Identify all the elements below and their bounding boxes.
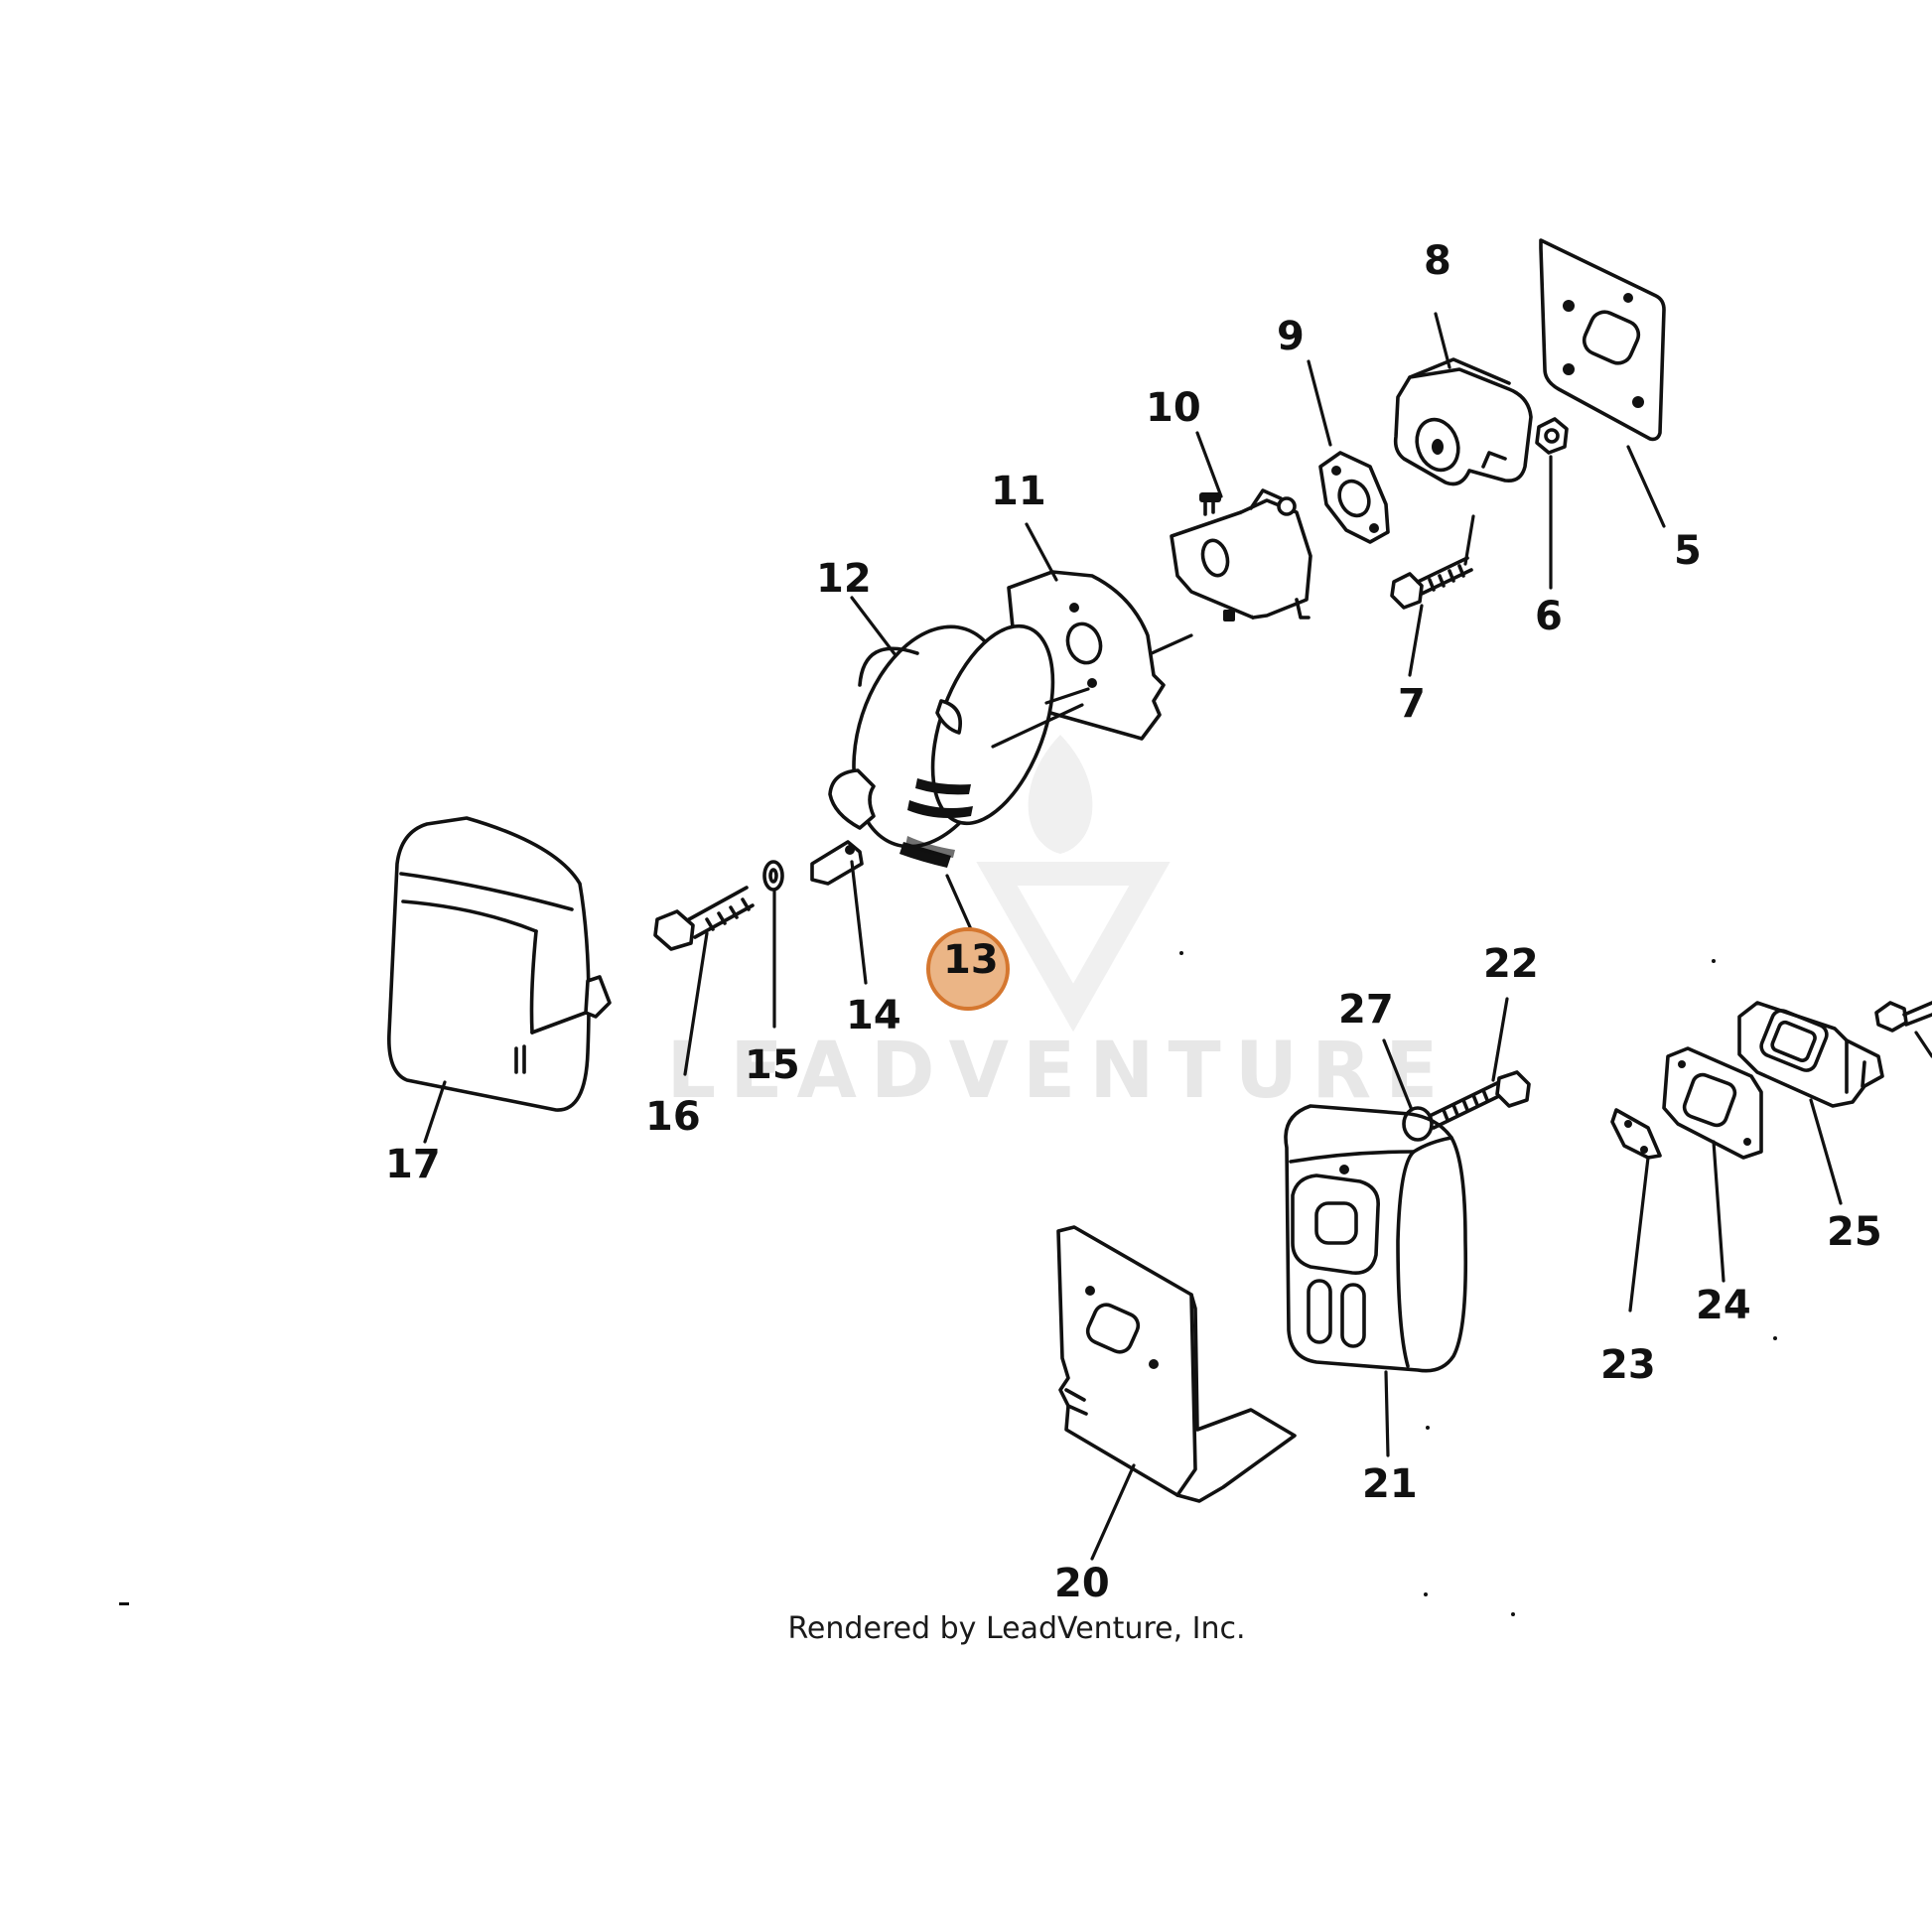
label-10[interactable]: 10 (1146, 385, 1201, 431)
scan-specks (119, 951, 1777, 1616)
watermark-text: LEADVENTURE (667, 1027, 1452, 1116)
part-17-cover[interactable] (387, 816, 612, 1112)
label-8[interactable]: 8 (1424, 238, 1451, 284)
label-21[interactable]: 21 (1362, 1461, 1418, 1507)
label-9[interactable]: 9 (1277, 314, 1305, 359)
label-5[interactable]: 5 (1674, 528, 1702, 574)
label-11[interactable]: 11 (991, 469, 1046, 514)
label-25[interactable]: 25 (1827, 1209, 1882, 1255)
part-7-bolt[interactable] (1390, 556, 1473, 610)
credit-text: Rendered by LeadVenture, Inc. (787, 1611, 1245, 1646)
part-13-spring[interactable] (899, 836, 955, 868)
part-16-bolt[interactable] (653, 886, 755, 951)
label-15[interactable]: 15 (745, 1042, 800, 1088)
part-6-nut[interactable] (1535, 417, 1569, 455)
part-15-washer[interactable] (762, 860, 784, 892)
part-12-drum[interactable] (827, 607, 1076, 866)
label-27[interactable]: 27 (1338, 987, 1394, 1033)
part-labels: 5 6 7 8 9 10 11 12 13 14 15 16 17 20 21 … (385, 238, 1882, 1606)
part-8-insulator[interactable] (1393, 357, 1533, 486)
label-17[interactable]: 17 (385, 1142, 441, 1187)
part-25-flange[interactable] (1737, 1001, 1884, 1108)
label-24[interactable]: 24 (1696, 1283, 1751, 1328)
label-13[interactable]: 13 (943, 937, 999, 983)
part-9-gasket[interactable] (1318, 451, 1390, 544)
label-16[interactable]: 16 (645, 1094, 701, 1140)
highlight-marker (926, 927, 1010, 1011)
part-20-heat-shield[interactable] (1056, 1225, 1297, 1503)
label-6[interactable]: 6 (1535, 594, 1563, 639)
part-24-gasket[interactable] (1662, 1046, 1763, 1160)
part-22-bolt[interactable] (1428, 1070, 1531, 1130)
part-10-carburetor[interactable] (1170, 488, 1312, 621)
leader-lines (423, 312, 1932, 1561)
label-7[interactable]: 7 (1398, 681, 1426, 727)
label-14[interactable]: 14 (846, 993, 901, 1038)
part-5-gasket[interactable] (1539, 238, 1666, 442)
label-12[interactable]: 12 (816, 556, 872, 602)
label-20[interactable]: 20 (1054, 1561, 1110, 1606)
part-23-plate[interactable] (1610, 1108, 1662, 1160)
label-22[interactable]: 22 (1483, 941, 1539, 987)
part-21-muffler[interactable] (1284, 1104, 1468, 1373)
label-23[interactable]: 23 (1600, 1342, 1656, 1388)
watermark-logo (976, 735, 1171, 1033)
part-27-ring[interactable] (1402, 1106, 1434, 1142)
part-14-lever[interactable] (810, 768, 876, 886)
part-screw-edge[interactable] (1874, 1001, 1932, 1033)
